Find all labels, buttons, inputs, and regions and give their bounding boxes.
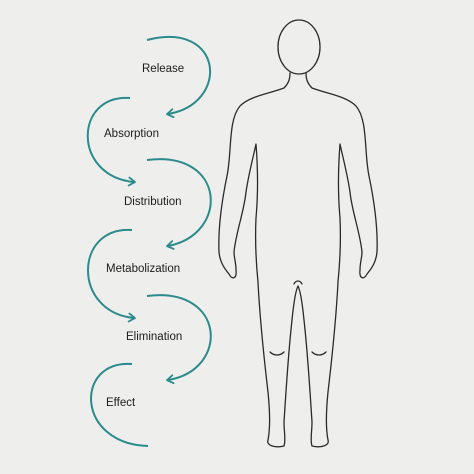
step-label-metabolization: Metabolization (106, 263, 181, 275)
cycle-arrow-1 (146, 36, 212, 119)
cycle-arrow-2 (86, 96, 136, 187)
step-label-release: Release (142, 63, 185, 75)
step-label-absorption: Absorption (104, 128, 159, 140)
cycle-arrow-6 (90, 362, 149, 447)
human-body-outline (218, 19, 378, 448)
head-outline (277, 19, 321, 75)
left-knee-line (269, 351, 285, 356)
step-label-effect: Effect (106, 397, 136, 409)
step-label-elimination: Elimination (126, 331, 183, 343)
right-knee-line (311, 351, 327, 356)
body-silhouette (218, 72, 378, 448)
groin-outline (293, 280, 303, 285)
step-label-distribution: Distribution (124, 196, 182, 208)
cycle-arrow-4 (87, 228, 136, 323)
cycle-arrow-5 (146, 294, 212, 385)
cycle-arrow-3 (146, 158, 212, 250)
